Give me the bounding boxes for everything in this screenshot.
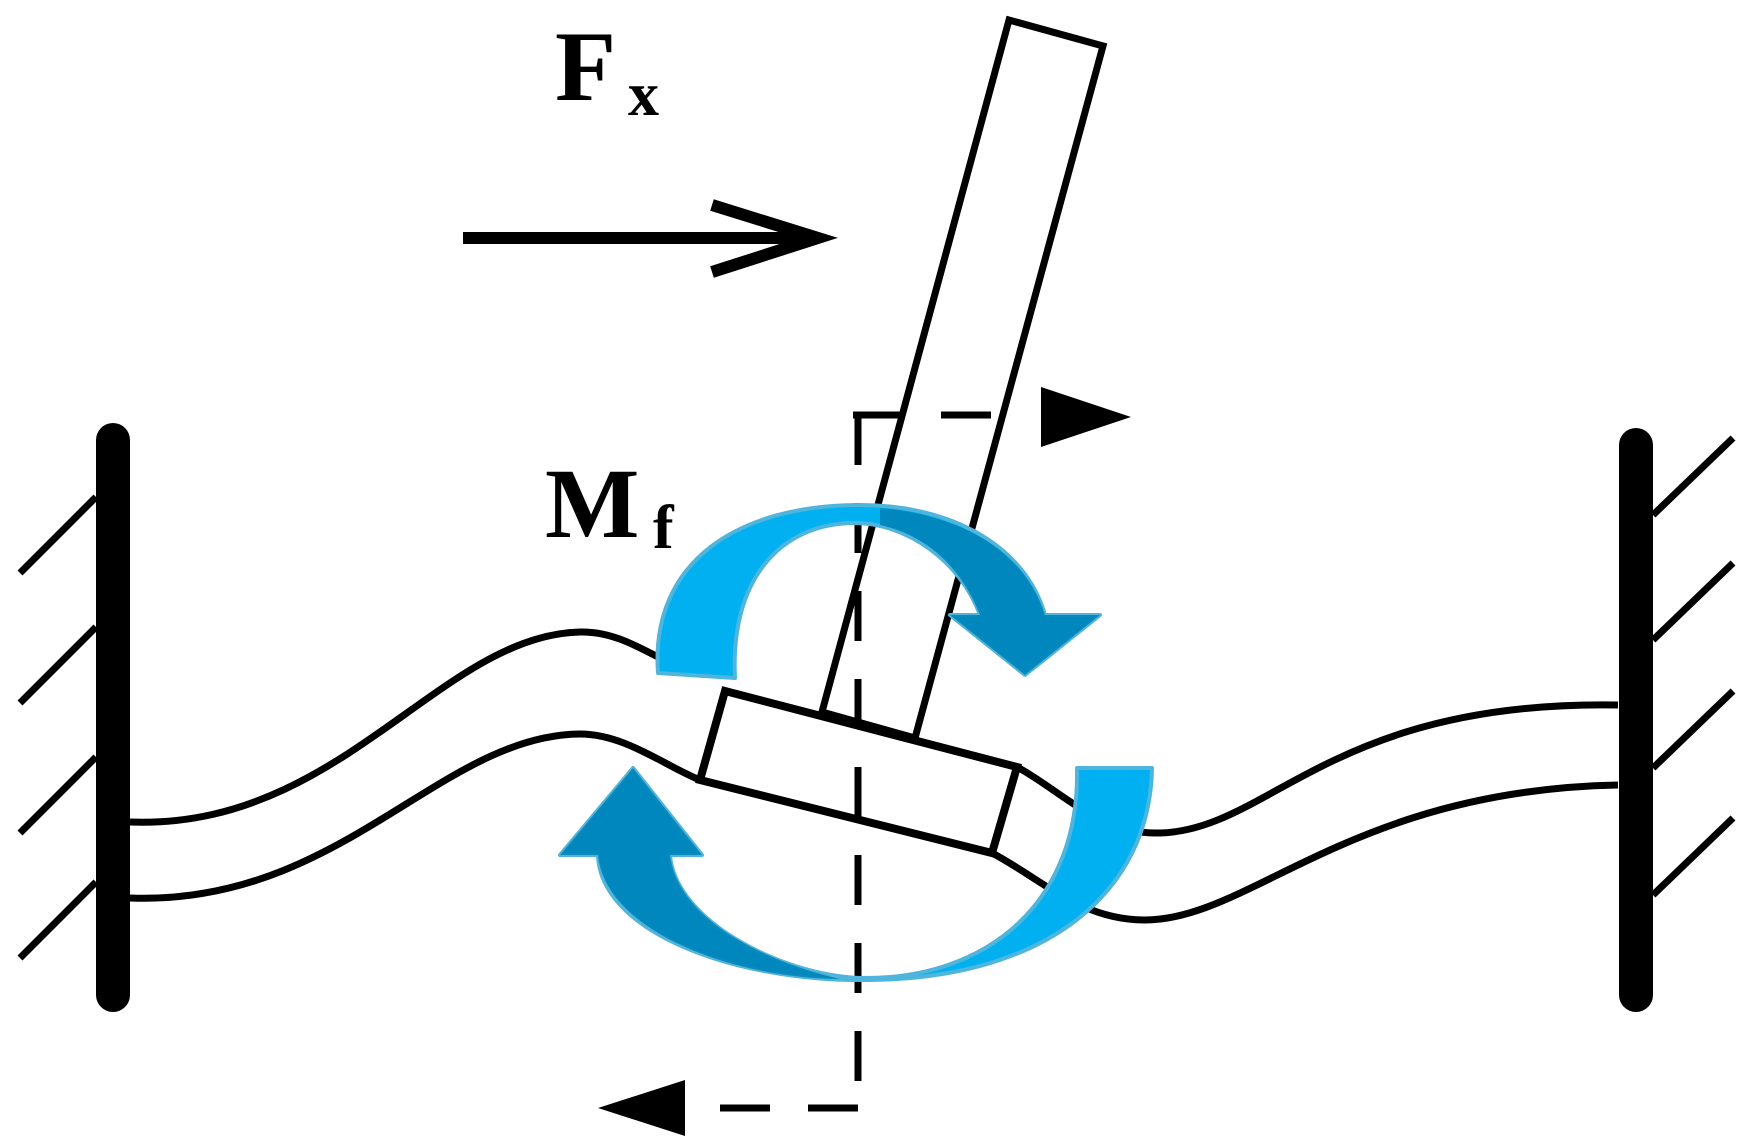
left-wall-hatching — [17, 494, 99, 961]
moment-label-subscript: f — [653, 494, 675, 562]
dashed-arrow-icon — [598, 1080, 685, 1136]
beam-upper-edge-right — [1015, 701, 1619, 837]
dashed-arrow-icon — [1041, 387, 1131, 447]
upper-dashed-arrow — [853, 387, 1131, 447]
lower-dashed-arrow — [598, 1080, 858, 1136]
moment-arrows — [558, 503, 1154, 983]
force-label: F — [555, 11, 616, 122]
right-wall-hatching — [1650, 435, 1736, 898]
force-label-subscript: x — [628, 61, 659, 129]
right-arrow-icon — [710, 199, 838, 278]
left-wall-support — [17, 423, 130, 1012]
curved-moment-arrow-shade — [560, 768, 840, 979]
moment-label: M — [545, 448, 639, 559]
right-wall-support — [1619, 428, 1736, 1012]
beam-lower-edge-left — [129, 730, 702, 902]
curved-moment-arrow-shade — [880, 508, 1100, 675]
force-arrow — [463, 199, 838, 278]
beam-upper-edge-left — [129, 628, 692, 826]
